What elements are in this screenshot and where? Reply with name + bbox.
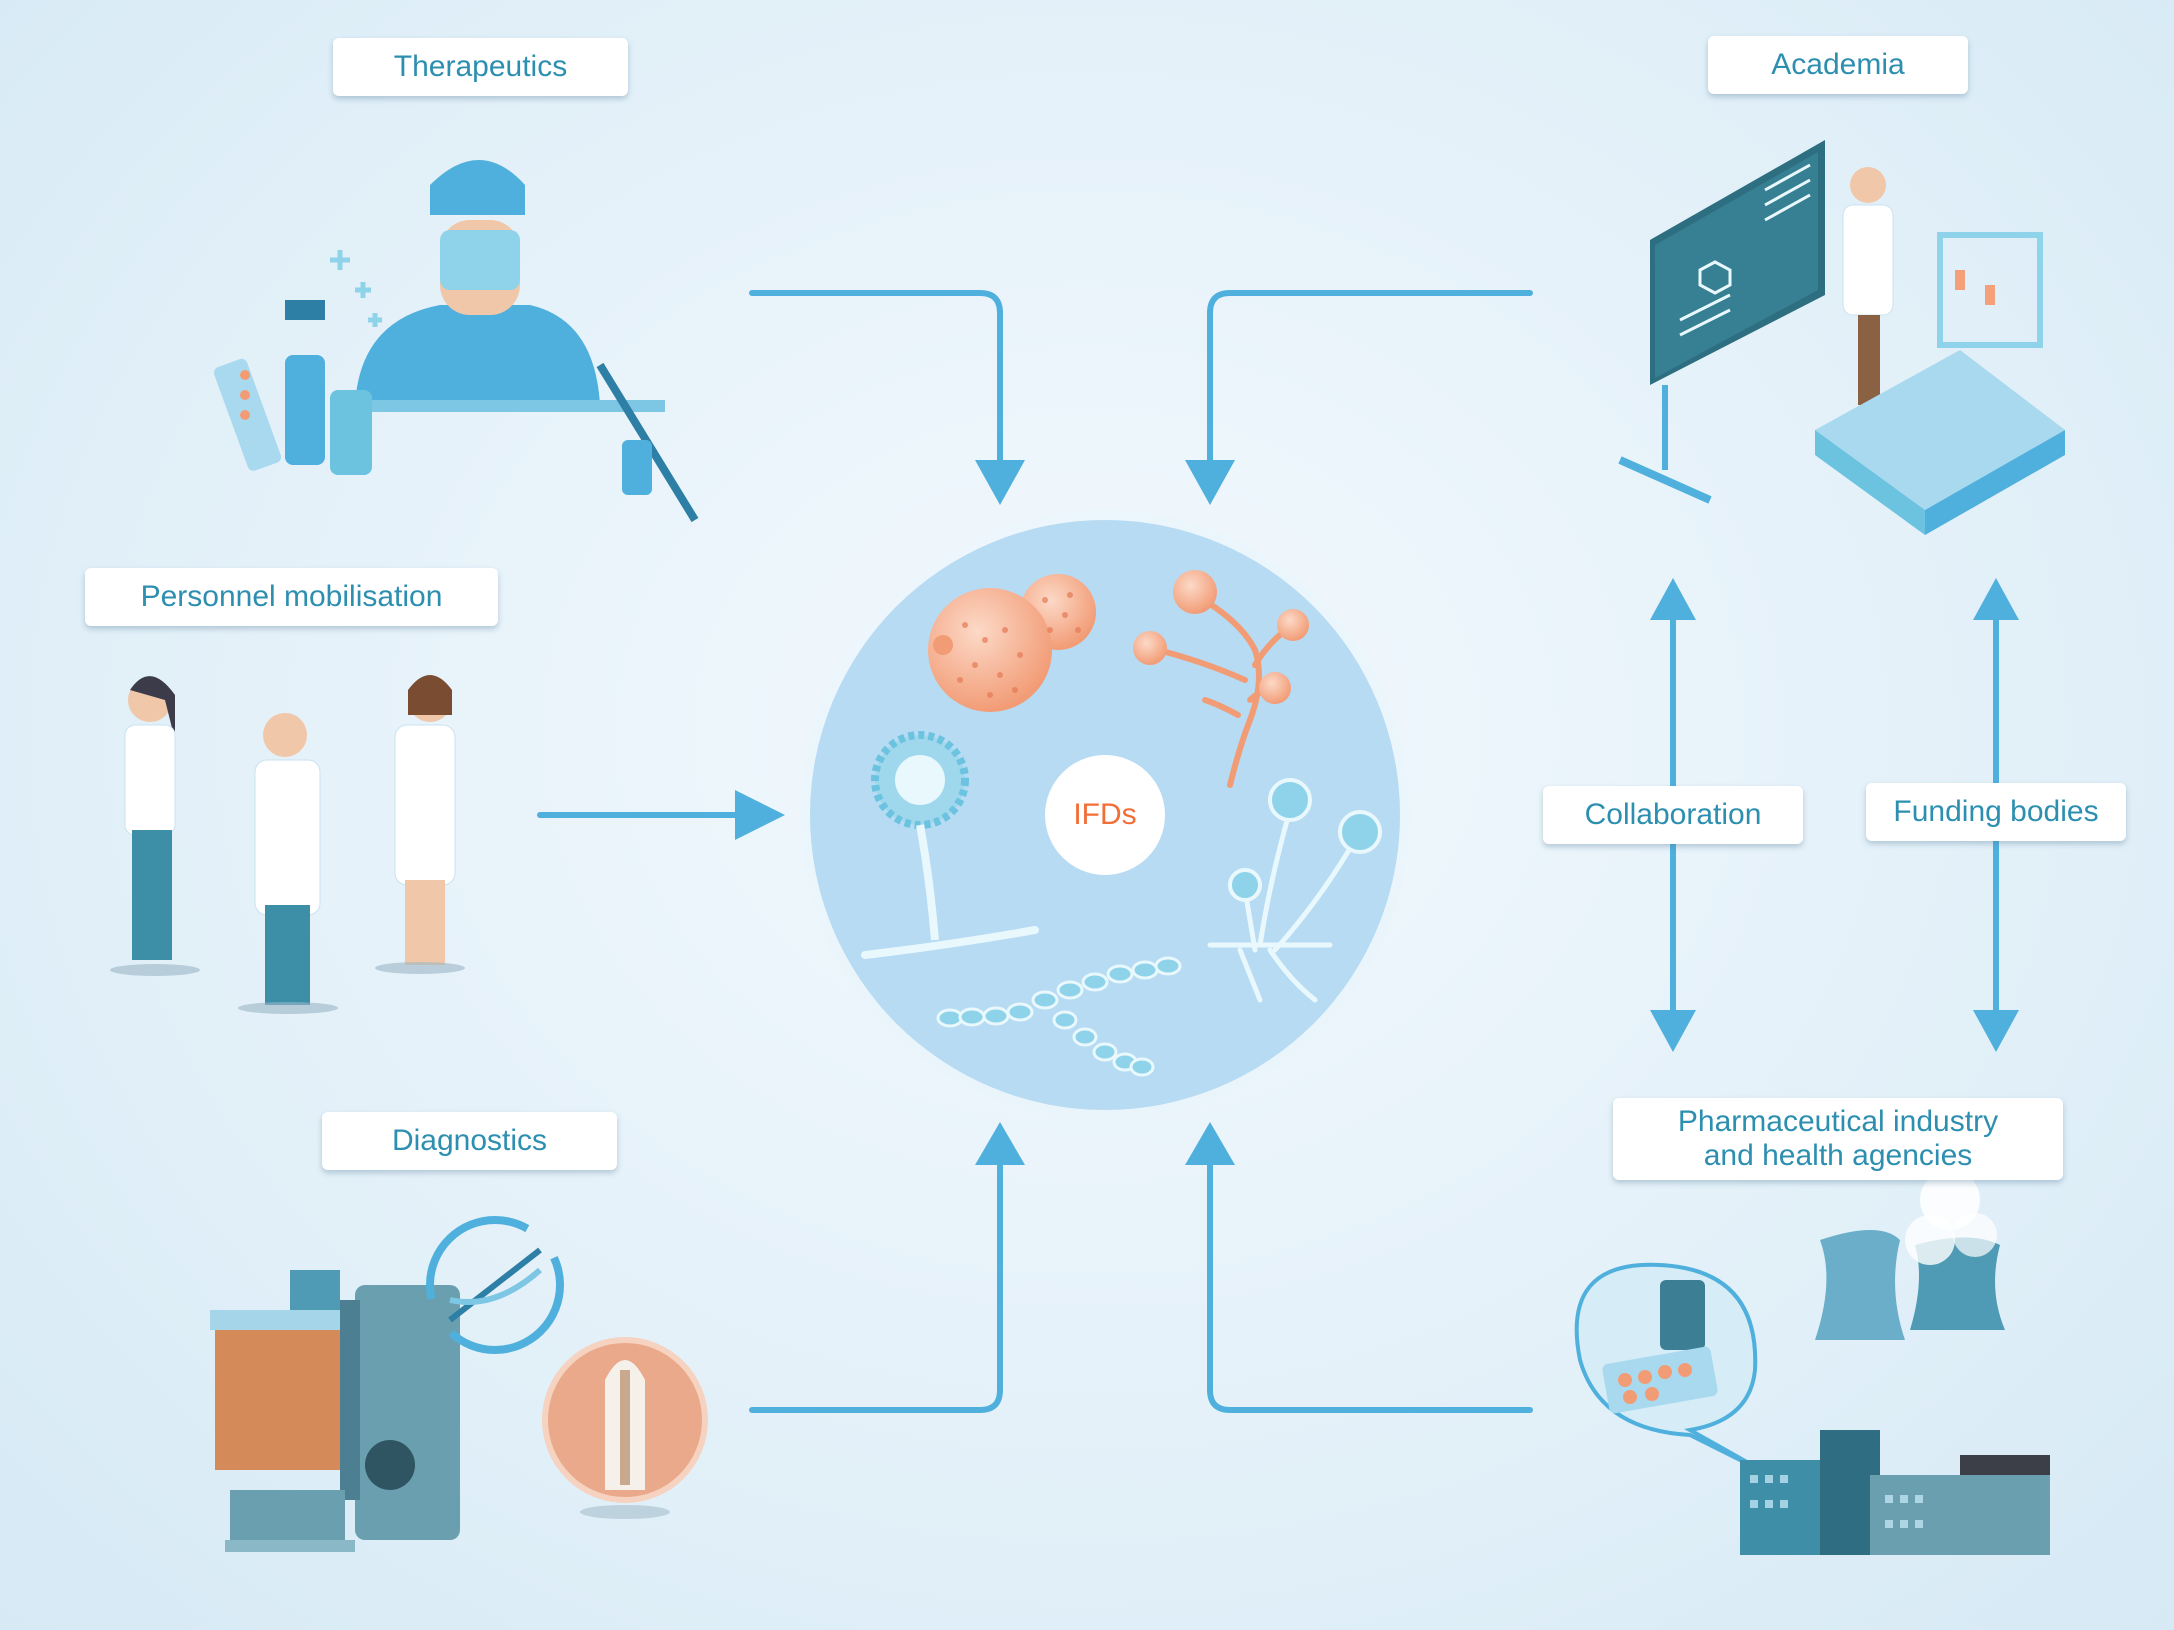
arrow-therapeutics <box>749 290 1003 473</box>
factory-icon <box>1740 1170 2050 1555</box>
pharmaceutical-label-line2: and health agencies <box>1703 1139 1973 1172</box>
pharmaceutical-label: Pharmaceutical industry and health agenc… <box>1613 1098 2063 1180</box>
arrow-academia <box>1207 290 1533 473</box>
lab-equipment-icon <box>210 1270 460 1552</box>
arrow-heads <box>735 460 2019 1165</box>
arrow-diagnostics <box>749 1137 1003 1413</box>
aspergillus-icon <box>861 731 1039 959</box>
test-strip-icon <box>542 1337 708 1519</box>
scientist-lab-icon <box>1618 140 2065 535</box>
diagnostics-label: Diagnostics <box>322 1112 617 1170</box>
arrow-pharma <box>1207 1137 1533 1413</box>
personnel-mobilisation-label: Personnel mobilisation <box>85 568 498 626</box>
ifds-label: IFDs <box>1045 755 1165 875</box>
pills-bubble-icon <box>1574 1262 1771 1477</box>
collaboration-label: Collaboration <box>1543 786 1803 844</box>
spore-cluster-icon <box>928 574 1096 712</box>
surgeon-icon <box>213 160 699 523</box>
therapeutics-label: Therapeutics <box>333 38 628 96</box>
medical-staff-icon <box>110 675 465 1014</box>
yeast-chain-icon <box>936 956 1182 1077</box>
dna-icon <box>426 1216 564 1354</box>
pharmaceutical-label-line1: Pharmaceutical industry <box>1677 1105 1999 1139</box>
academia-label: Academia <box>1708 36 1968 94</box>
funding-bodies-label: Funding bodies <box>1866 783 2126 841</box>
